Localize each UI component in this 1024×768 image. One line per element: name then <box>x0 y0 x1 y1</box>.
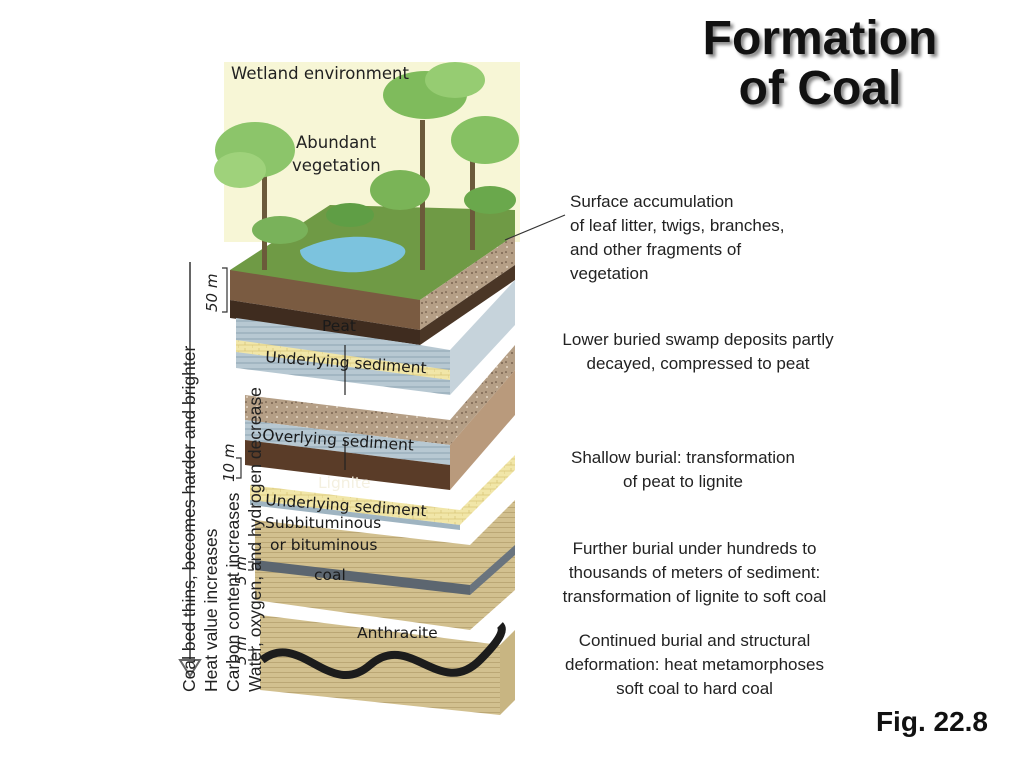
description-surface-line-4: vegetation <box>570 264 649 283</box>
description-bituminous: Further burial under hundreds to thousan… <box>522 537 867 609</box>
description-peat-line-1: Lower buried swamp deposits partly <box>562 330 834 349</box>
label-abundant: Abundant <box>296 133 377 152</box>
swamp-water <box>300 236 406 273</box>
thickness-5m-b: 5 m <box>232 636 250 665</box>
description-bituminous-line-2: thousands of meters of sediment: <box>568 563 821 582</box>
label-subbituminous-3: coal <box>314 566 346 584</box>
block-bituminous <box>255 500 515 630</box>
description-anthracite: Continued burial and structural deformat… <box>522 629 867 701</box>
label-anthracite: Anthracite <box>357 624 438 642</box>
description-peat-line-2: decayed, compressed to peat <box>586 354 810 373</box>
side-line-1: Coal bed thins, becomes harder and brigh… <box>179 345 199 692</box>
label-peat: Peat <box>322 317 356 335</box>
slide-title: Formation of Coal <box>650 14 990 114</box>
description-surface-line-2: of leaf litter, twigs, branches, <box>570 216 785 235</box>
description-bituminous-line-3: transformation of lignite to soft coal <box>562 587 827 606</box>
thickness-5m-a: 5 m <box>232 556 250 585</box>
trend-arrow <box>178 262 202 678</box>
thickness-10m: 10 m <box>220 444 238 482</box>
label-subbituminous-1: Subbituminous <box>265 514 381 532</box>
block-anthracite <box>259 615 515 715</box>
thickness-brackets <box>222 267 254 661</box>
vegetation-illustration <box>214 62 519 270</box>
description-anthracite-line-1: Continued burial and structural <box>578 631 811 650</box>
thickness-50m: 50 m <box>203 274 221 312</box>
description-lignite: Shallow burial: transformation of peat t… <box>528 446 838 494</box>
description-surface-line-1: Surface accumulation <box>570 192 734 211</box>
block-lignite <box>245 345 515 530</box>
figure-number: Fig. 22.8 <box>875 706 988 737</box>
label-vegetation: vegetation <box>292 156 381 175</box>
trend-side-text: Coal bed thins, becomes harder and brigh… <box>178 232 266 692</box>
description-anthracite-line-3: soft coal to hard coal <box>616 679 773 698</box>
title-line-2: of Coal <box>738 62 902 115</box>
side-line-4: Water, oxygen, and hydrogen decrease <box>245 387 265 692</box>
description-bituminous-line-1: Further burial under hundreds to <box>572 539 817 558</box>
description-surface-line-3: and other fragments of <box>570 240 742 259</box>
side-line-3: Carbon content increases <box>223 492 243 692</box>
label-lignite: Lignite <box>318 474 371 492</box>
surface-leader-line <box>504 214 566 241</box>
description-lignite-line-2: of peat to lignite <box>622 472 744 491</box>
label-wetland-environment: Wetland environment <box>231 64 409 83</box>
description-surface: Surface accumulation of leaf litter, twi… <box>570 190 785 286</box>
description-peat: Lower buried swamp deposits partly decay… <box>528 328 868 376</box>
description-anthracite-line-2: deformation: heat metamorphoses <box>565 655 824 674</box>
side-line-2: Heat value increases <box>201 528 221 692</box>
block-surface <box>230 205 515 395</box>
label-subbituminous-2: or bituminous <box>270 536 377 554</box>
description-lignite-line-1: Shallow burial: transformation <box>571 448 795 467</box>
title-line-1: Formation <box>702 12 938 65</box>
